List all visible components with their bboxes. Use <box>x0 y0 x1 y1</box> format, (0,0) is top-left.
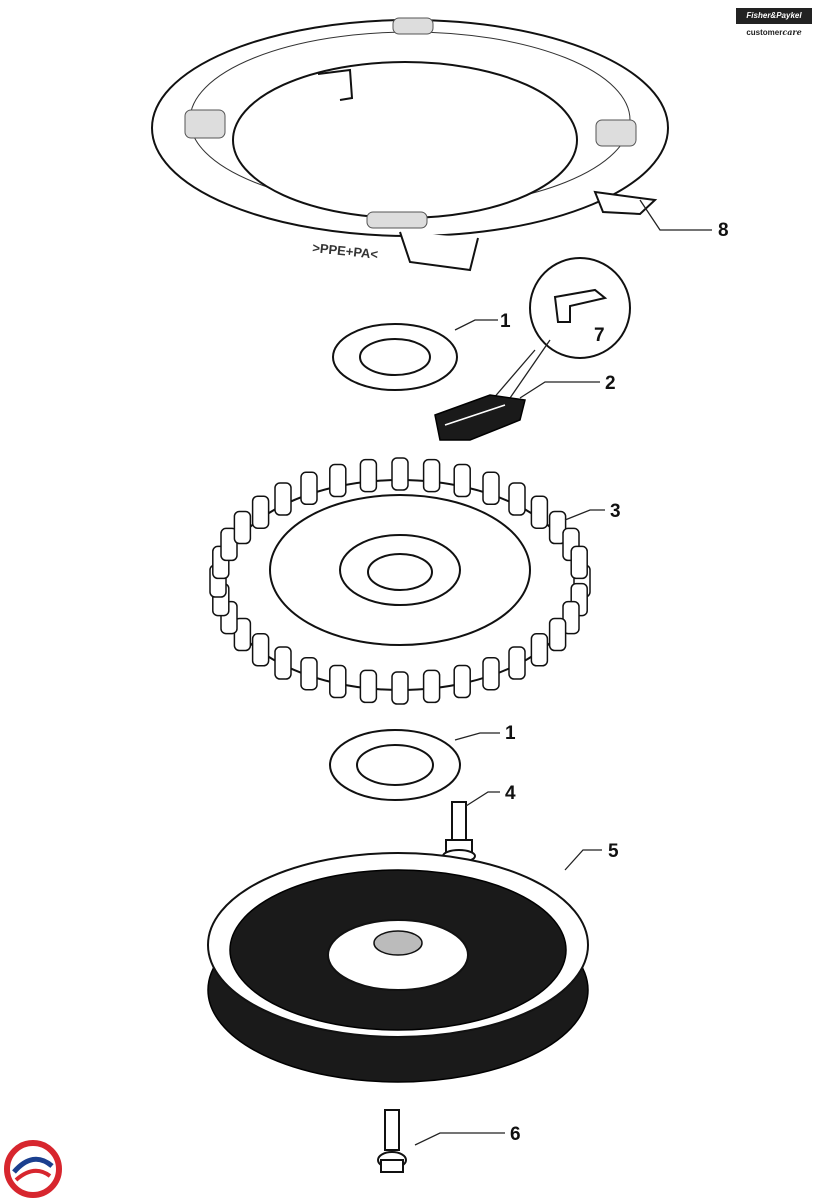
stator-tooth <box>359 458 378 493</box>
part-rotor-screw[interactable] <box>377 1109 407 1173</box>
ring-pad <box>392 17 434 35</box>
callout-8[interactable]: 8 <box>718 220 729 241</box>
stator-tooth <box>508 646 526 680</box>
stator-tooth <box>548 510 567 545</box>
stator-tooth <box>482 471 500 506</box>
stator-tooth <box>300 656 318 691</box>
leader-6 <box>414 1132 505 1146</box>
leader-3 <box>564 509 605 521</box>
brand-name: Fisher&Paykel <box>736 8 812 24</box>
stator-tooth <box>391 457 409 491</box>
callout-1b[interactable]: 1 <box>505 723 516 744</box>
stator-tooth <box>300 471 318 506</box>
leader-5 <box>564 849 602 871</box>
stator-tooth <box>548 617 567 652</box>
care-suffix: care <box>782 27 802 37</box>
stator-tooth <box>530 495 549 529</box>
part-rotor[interactable] <box>207 852 589 1083</box>
callout-2[interactable]: 2 <box>605 373 616 394</box>
leader-1a <box>454 319 498 331</box>
swirl-logo-icon <box>4 1140 62 1198</box>
callout-4[interactable]: 4 <box>505 783 516 804</box>
leader-8 <box>639 199 712 231</box>
detail-clip[interactable] <box>491 257 631 401</box>
stator-tooth <box>233 510 252 545</box>
stator-tooth <box>329 463 347 498</box>
leader-2 <box>519 381 600 399</box>
part-rotor-bolt[interactable] <box>442 801 476 863</box>
part-outer-ring[interactable]: >PPE+PA< <box>151 17 669 272</box>
stator-tooth <box>274 482 292 516</box>
stator-teeth <box>209 457 591 705</box>
part-spacer-washer-lower[interactable] <box>329 729 461 801</box>
stator-tooth <box>329 664 347 699</box>
stator-tooth <box>570 545 588 580</box>
part-spacer-washer-upper[interactable] <box>332 323 458 391</box>
stator-tooth <box>251 495 270 529</box>
callout-5[interactable]: 5 <box>608 841 619 862</box>
stator-tooth <box>359 669 378 704</box>
part-stator[interactable] <box>219 479 581 691</box>
callout-3[interactable]: 3 <box>610 501 621 522</box>
ring-pad <box>366 211 428 229</box>
ring-text: >PPE+PA< <box>312 240 379 262</box>
callout-1a[interactable]: 1 <box>500 311 511 332</box>
leader-1b <box>454 732 500 741</box>
stator-tooth <box>453 664 471 699</box>
stator-tooth <box>422 458 441 493</box>
stator-tooth <box>508 482 526 516</box>
stator-tooth <box>530 633 549 667</box>
stator-tooth <box>391 671 409 705</box>
brand-logo: Fisher&Paykel customercare <box>736 8 812 42</box>
stator-tooth <box>233 617 252 652</box>
stator-tooth <box>562 600 580 635</box>
stator-tooth <box>251 633 270 667</box>
stator-tooth <box>274 646 292 680</box>
stator-tooth <box>422 669 441 704</box>
stator-tooth <box>482 656 500 691</box>
stator-tooth <box>453 463 471 498</box>
callout-6[interactable]: 6 <box>510 1124 521 1145</box>
care-prefix: customer <box>746 28 783 37</box>
ring-pad <box>184 109 226 139</box>
customer-care-label: customercare <box>736 24 812 40</box>
ring-pad <box>595 119 637 147</box>
leader-4 <box>465 791 500 807</box>
callout-7[interactable]: 7 <box>594 325 605 346</box>
part-connector-clip[interactable] <box>434 394 526 441</box>
stator-tooth <box>220 527 238 562</box>
